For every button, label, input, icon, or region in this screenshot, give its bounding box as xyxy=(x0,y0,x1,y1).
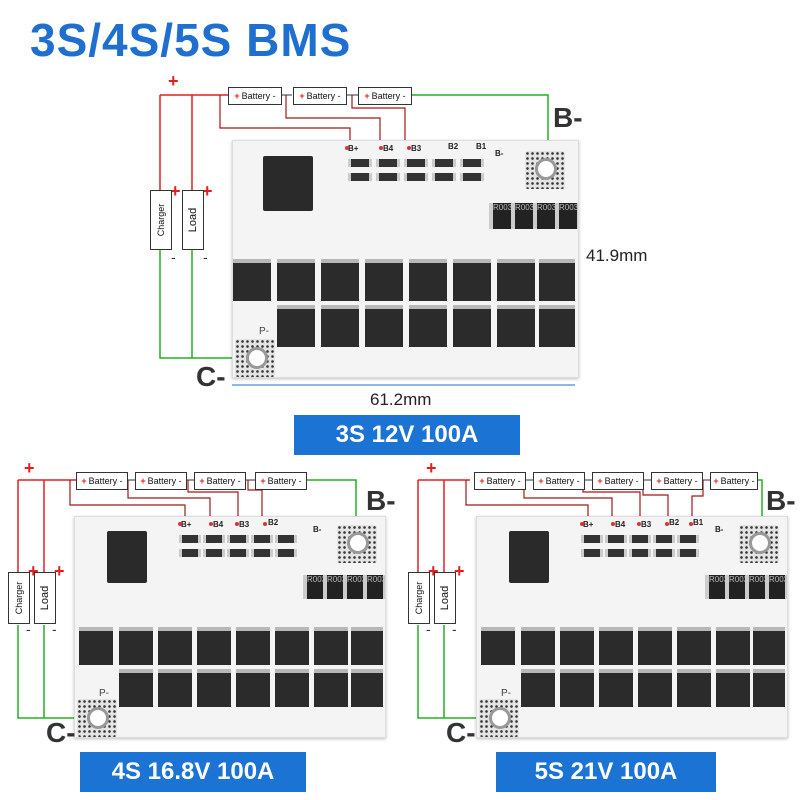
b-minus-label-3s: B- xyxy=(553,102,583,133)
board-label: B4 xyxy=(383,144,394,153)
charger-box-5s: Charger xyxy=(408,572,430,624)
ic-chip xyxy=(107,531,147,583)
load-plus-5s: + xyxy=(454,561,465,581)
p-minus-label: P- xyxy=(501,688,511,699)
ic-chip xyxy=(263,156,313,211)
b-minus-label-4s: B- xyxy=(366,485,396,516)
load-minus-5s: - xyxy=(452,621,457,637)
board-label: B1 xyxy=(476,142,487,151)
load-box-3s: Load xyxy=(182,190,204,250)
charger-plus-4s: + xyxy=(28,561,39,581)
shunt-resistor: R003 xyxy=(363,575,385,599)
width-dimension: 61.2mm xyxy=(370,390,432,409)
ic-chip xyxy=(509,531,549,583)
page-title: 3S/4S/5S BMS xyxy=(30,14,352,66)
shunt-resistor: R003 xyxy=(765,575,787,599)
shunt-resistor: R003 xyxy=(555,203,578,229)
battery-cell-4s-1: +Battery - xyxy=(76,472,128,490)
load-minus-4s: - xyxy=(52,621,57,637)
c-minus-terminal xyxy=(489,707,511,729)
battery-cell-3s-1: +Battery - xyxy=(228,87,282,105)
board-label: B+ xyxy=(583,520,594,529)
b-minus-terminal xyxy=(749,532,771,554)
board-label: B+ xyxy=(348,144,359,153)
load-box-4s: Load xyxy=(34,572,56,624)
battery-cell-3s-3: +Battery - xyxy=(358,87,412,105)
positive-sign-3s: + xyxy=(168,71,179,91)
board-label: B4 xyxy=(615,520,626,529)
c-minus-terminal xyxy=(87,707,109,729)
board-label: B1 xyxy=(693,518,704,527)
load-box-5s: Load xyxy=(434,572,456,624)
banner-3s: 3S 12V 100A xyxy=(294,415,520,455)
battery-cell-4s-4: +Battery - xyxy=(255,472,307,490)
board-label: B2 xyxy=(268,518,279,527)
battery-cell-5s-3: +Battery - xyxy=(592,472,644,490)
positive-sign-5s: + xyxy=(426,458,437,478)
battery-cell-3s-2: +Battery - xyxy=(293,87,347,105)
height-dimension: 41.9mm xyxy=(586,246,648,265)
charger-box-4s: Charger xyxy=(8,572,30,624)
charger-box-3s: Charger xyxy=(150,190,172,250)
bms-board-4s: B+ B4 B3 B2 B- R003 R003 R003 R003 P- C- xyxy=(74,516,386,738)
board-label: B3 xyxy=(411,144,422,153)
banner-5s: 5S 21V 100A xyxy=(496,752,716,792)
board-label: B3 xyxy=(239,520,250,529)
bms-board-5s: B+ B4 B3 B2 B1 B- R003 R003 R003 R003 P-… xyxy=(476,516,788,738)
battery-cell-5s-1: +Battery - xyxy=(474,472,526,490)
b-minus-label-5s: B- xyxy=(766,485,796,516)
charger-plus-5s: + xyxy=(428,561,439,581)
charger-minus-4s: - xyxy=(26,621,31,637)
board-label: B3 xyxy=(641,520,652,529)
charger-plus-3s: + xyxy=(170,181,181,201)
load-plus-3s: + xyxy=(202,181,213,201)
c-minus-label-3s: C- xyxy=(196,361,226,392)
battery-cell-4s-3: +Battery - xyxy=(194,472,246,490)
load-minus-3s: - xyxy=(203,249,208,265)
battery-cell-4s-2: +Battery - xyxy=(135,472,187,490)
board-label: B2 xyxy=(669,518,680,527)
load-plus-4s: + xyxy=(54,561,65,581)
charger-minus-3s: - xyxy=(171,249,176,265)
board-label: B- xyxy=(495,149,504,158)
battery-cell-5s-4: +Battery - xyxy=(651,472,703,490)
board-label: B2 xyxy=(448,142,459,151)
c-minus-label-5s: C- xyxy=(446,717,476,748)
c-minus-terminal xyxy=(246,347,268,369)
p-minus-label: P- xyxy=(259,326,269,337)
b-minus-terminal xyxy=(347,532,369,554)
c-minus-label-4s: C- xyxy=(46,717,76,748)
positive-sign-4s: + xyxy=(24,458,35,478)
bms-board-3s: B+ B4 B3 B2 B1 B- R003 R003 R003 R003 P-… xyxy=(232,140,579,378)
charger-minus-5s: - xyxy=(426,621,431,637)
b-minus-terminal xyxy=(535,158,557,180)
board-label: B- xyxy=(715,525,724,534)
battery-cell-5s-2: +Battery - xyxy=(533,472,585,490)
battery-cell-5s-5: +Battery - xyxy=(710,472,758,490)
board-label: B4 xyxy=(213,520,224,529)
banner-4s: 4S 16.8V 100A xyxy=(80,752,306,792)
p-minus-label: P- xyxy=(99,688,109,699)
board-label: B- xyxy=(313,525,322,534)
board-label: B+ xyxy=(181,520,192,529)
